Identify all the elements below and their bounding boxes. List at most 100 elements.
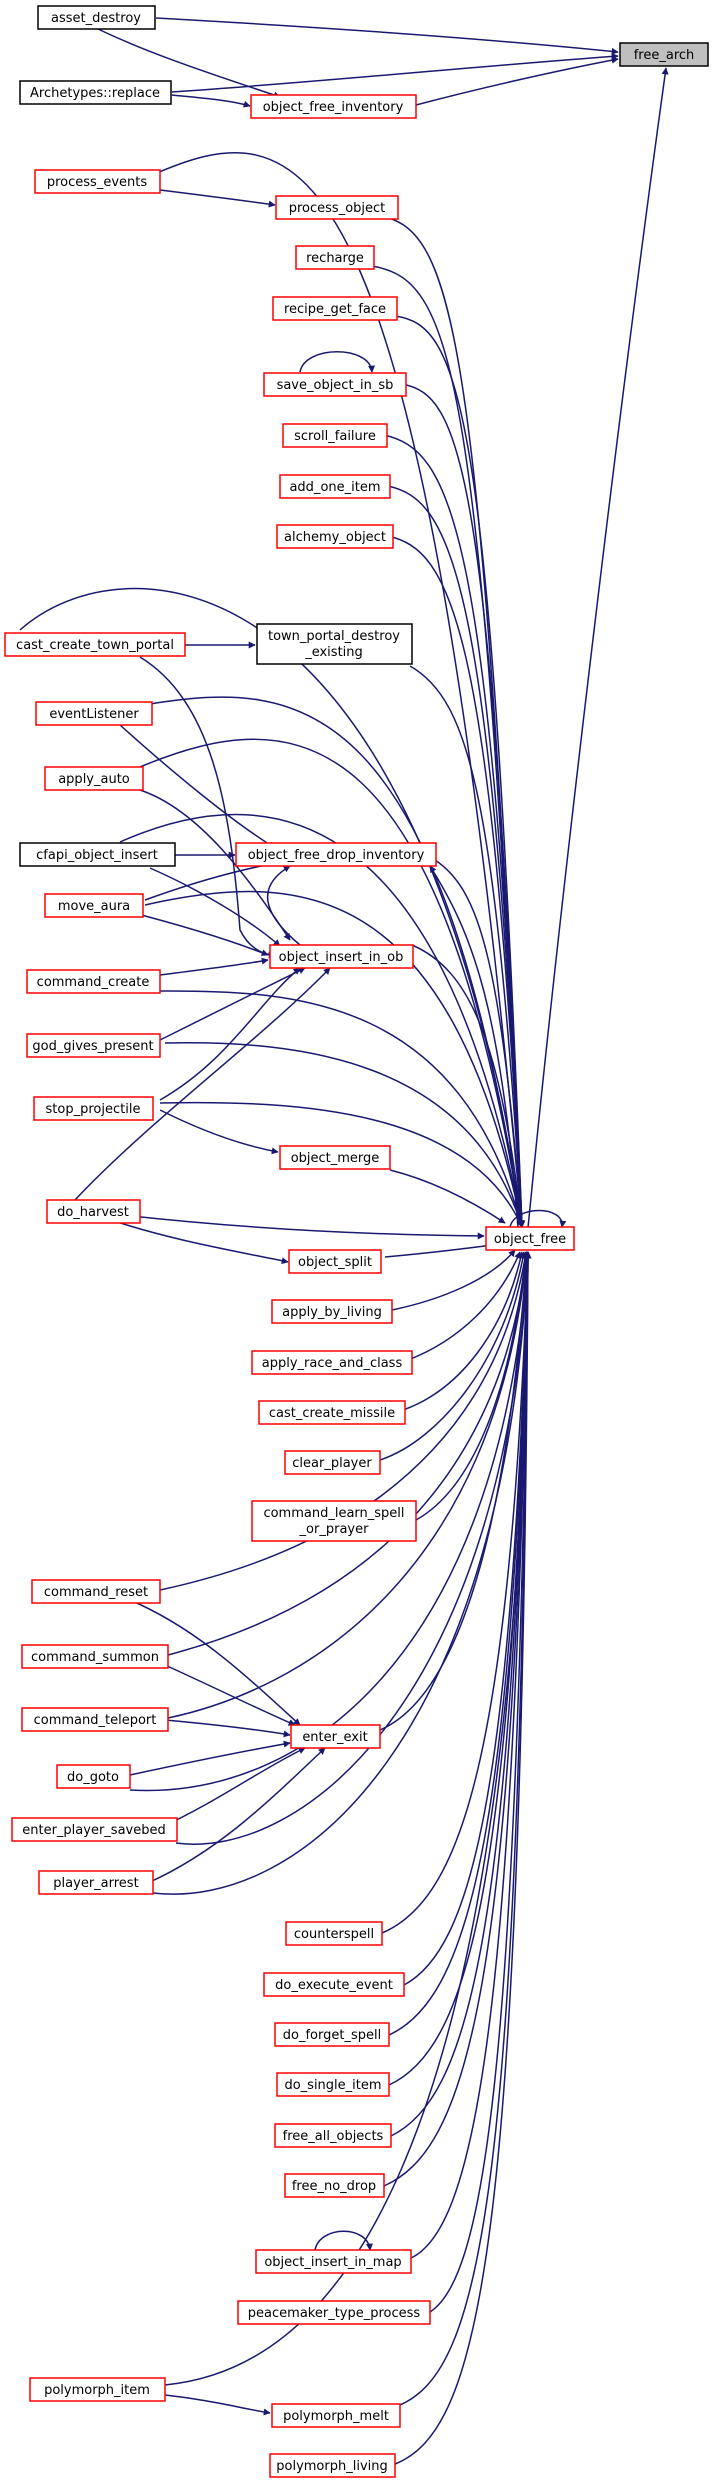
node-town-portal-destroy-existing[interactable]: town_portal_destroy _existing xyxy=(256,623,413,665)
edge-to-object-free xyxy=(371,265,526,1228)
node-command-learn-spell-or-prayer[interactable]: command_learn_spell _or_prayer xyxy=(251,1500,417,1542)
node-label: apply_by_living xyxy=(282,1305,382,1320)
node-apply-auto[interactable]: apply_auto xyxy=(44,766,144,791)
node-apply-by-living[interactable]: apply_by_living xyxy=(271,1299,393,1324)
node-recipe-get-face[interactable]: recipe_get_face xyxy=(272,296,398,321)
node-do-goto[interactable]: do_goto xyxy=(56,1764,131,1789)
node-command-create[interactable]: command_create xyxy=(26,969,161,994)
edge-archetypes-replace-to-free-arch xyxy=(171,52,619,93)
node-process-events[interactable]: process_events xyxy=(34,169,161,194)
node-polymorph-living[interactable]: polymorph_living xyxy=(269,2453,396,2478)
edge-to-object-free xyxy=(429,1251,532,2313)
edge-to-object-free xyxy=(381,1251,532,1934)
edge-enter-player-savebed-to-enter-exit xyxy=(159,1747,306,1829)
node-label: eventListener xyxy=(49,707,139,722)
node-object-insert-in-ob[interactable]: object_insert_in_ob xyxy=(269,944,414,969)
node-do-harvest[interactable]: do_harvest xyxy=(46,1199,141,1224)
node-label: cast_create_town_portal xyxy=(16,638,174,653)
edge-to-object-free xyxy=(389,1169,506,1224)
node-label: command_learn_spell xyxy=(263,1506,404,1521)
node-label: player_arrest xyxy=(53,1876,138,1891)
node-free-all-objects[interactable]: free_all_objects xyxy=(274,2123,392,2148)
node-do-forget-spell[interactable]: do_forget_spell xyxy=(274,2022,390,2047)
edge-command-summon-to-enter-exit xyxy=(164,1664,296,1726)
edge-move-aura-to-object-insert-in-ob xyxy=(129,911,269,956)
edge-to-object-free xyxy=(175,1251,532,1845)
node-god-gives-present[interactable]: god_gives_present xyxy=(26,1033,161,1058)
node-clear-player[interactable]: clear_player xyxy=(284,1450,381,1475)
node-label: polymorph_living xyxy=(276,2459,387,2474)
node-command-reset[interactable]: command_reset xyxy=(31,1579,161,1604)
node-free-arch[interactable]: free_arch xyxy=(619,42,709,67)
node-label: god_gives_present xyxy=(32,1039,153,1054)
edge-to-object-free xyxy=(149,696,525,1228)
node-move-aura[interactable]: move_aura xyxy=(44,893,144,918)
node-apply-race-and-class[interactable]: apply_race_and_class xyxy=(251,1350,413,1375)
edge-to-object-free xyxy=(379,1251,531,1731)
node-label: enter_player_savebed xyxy=(22,1823,165,1838)
node-polymorph-item[interactable]: polymorph_item xyxy=(29,2377,166,2402)
node-add-one-item[interactable]: add_one_item xyxy=(279,474,391,499)
node-label: enter_exit xyxy=(302,1730,367,1745)
node-recharge[interactable]: recharge xyxy=(295,245,375,270)
node-label: _or_prayer xyxy=(299,1522,370,1537)
edge-to-object-free xyxy=(152,1251,532,1895)
node-archetypes-replace[interactable]: Archetypes::replace xyxy=(19,80,172,105)
node-object-free[interactable]: object_free xyxy=(485,1226,575,1251)
node-object-merge[interactable]: object_merge xyxy=(279,1145,391,1170)
node-label: asset_destroy xyxy=(51,11,141,26)
node-label: stop_projectile xyxy=(46,1102,141,1117)
edge-object-free-inventory-to-free-arch xyxy=(415,56,619,106)
node-object-insert-in-map[interactable]: object_insert_in_map xyxy=(255,2249,412,2274)
edge-to-object-free xyxy=(401,383,526,1228)
node-eventlistener[interactable]: eventListener xyxy=(35,701,153,726)
node-object-free-drop-inventory[interactable]: object_free_drop_inventory xyxy=(235,842,437,867)
node-object-split[interactable]: object_split xyxy=(288,1249,382,1274)
node-save-object-in-sb[interactable]: save_object_in_sb xyxy=(263,372,407,397)
node-counterspell[interactable]: counterspell xyxy=(285,1921,383,1946)
node-peacemaker-type-process[interactable]: peacemaker_type_process xyxy=(237,2300,431,2325)
node-command-summon[interactable]: command_summon xyxy=(21,1644,169,1669)
node-label: do_goto xyxy=(67,1770,119,1785)
edge-command-create-to-object-insert-in-ob xyxy=(159,957,269,976)
edge-to-object-free xyxy=(164,1251,532,2386)
node-asset-destroy[interactable]: asset_destroy xyxy=(37,5,156,30)
edge-to-object-free xyxy=(388,1251,532,2036)
node-alchemy-object[interactable]: alchemy_object xyxy=(276,524,394,549)
edge-save-object-in-sb-self-loop xyxy=(299,351,376,373)
edge-polymorph-item-to-polymorph-melt xyxy=(164,2394,271,2416)
node-label: scroll_failure xyxy=(294,429,376,444)
node-label: move_aura xyxy=(58,899,130,914)
edge-command-teleport-to-enter-exit xyxy=(164,1719,291,1738)
node-player-arrest[interactable]: player_arrest xyxy=(38,1870,154,1895)
edge-object-free-to-free-arch xyxy=(527,67,669,1229)
node-label: object_merge xyxy=(291,1151,380,1166)
edge-do-goto-to-enter-exit xyxy=(129,1740,291,1776)
edge-cast-town-portal-to-object-insert-in-ob xyxy=(139,656,276,959)
node-label: recipe_get_face xyxy=(284,302,386,317)
node-do-single-item[interactable]: do_single_item xyxy=(276,2072,390,2097)
node-do-execute-event[interactable]: do_execute_event xyxy=(263,1972,405,1997)
edge-to-object-free xyxy=(394,1251,532,2465)
node-polymorph-melt[interactable]: polymorph_melt xyxy=(271,2403,401,2428)
edge-to-object-free xyxy=(391,1249,516,1311)
edge-object-insert-in-ob-to-object-free-drop-inventory xyxy=(266,865,301,946)
node-free-no-drop[interactable]: free_no_drop xyxy=(284,2173,385,2198)
edge-object-free-self-loop xyxy=(509,1209,567,1228)
node-stop-projectile[interactable]: stop_projectile xyxy=(33,1096,154,1121)
node-cast-create-missile[interactable]: cast_create_missile xyxy=(258,1400,406,1425)
node-object-free-inventory[interactable]: object_free_inventory xyxy=(250,94,417,119)
node-cfapi-object-insert[interactable]: cfapi_object_insert xyxy=(19,842,176,867)
node-command-teleport[interactable]: command_teleport xyxy=(21,1707,169,1732)
edge-object-free-to-object-free-drop-inventory xyxy=(429,865,519,1228)
node-enter-exit[interactable]: enter_exit xyxy=(290,1724,381,1749)
node-label: do_single_item xyxy=(284,2078,381,2093)
node-cast-create-town-portal[interactable]: cast_create_town_portal xyxy=(4,632,186,657)
node-label: free_arch xyxy=(634,48,695,63)
node-enter-player-savebed[interactable]: enter_player_savebed xyxy=(11,1817,178,1842)
node-scroll-failure[interactable]: scroll_failure xyxy=(282,423,388,448)
node-label: object_insert_in_ob xyxy=(279,950,404,965)
node-process-object[interactable]: process_object xyxy=(275,195,399,220)
edge-to-object-free xyxy=(409,665,526,1228)
node-label: recharge xyxy=(306,251,364,266)
